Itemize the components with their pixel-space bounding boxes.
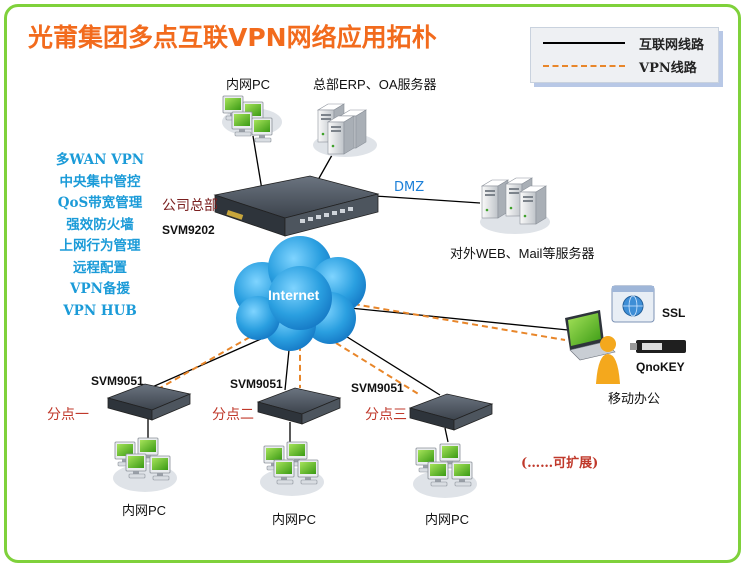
qnokey-label: QnoKEY xyxy=(636,360,685,374)
branch-router-1 xyxy=(106,383,192,421)
branch3-lan-label: 内网PC xyxy=(425,512,470,527)
branch2-model-label: SVM9051 xyxy=(230,377,283,391)
dmz-servers xyxy=(480,177,550,234)
legend-solid-line xyxy=(543,42,625,44)
feature-item: 强效防火墙 xyxy=(66,216,134,233)
branch-router-2 xyxy=(256,387,342,425)
mobile-laptop xyxy=(565,310,616,361)
branch-router-3 xyxy=(408,393,494,431)
legend-item-vpn: VPN线路 xyxy=(541,56,716,76)
branch1-name-label: 分点一 xyxy=(47,407,89,423)
expandable-note: (……可扩展) xyxy=(521,456,599,471)
feature-item: 远程配置 xyxy=(73,259,127,276)
branch3-name-label: 分点三 xyxy=(365,407,407,423)
feature-item: VPN HUB xyxy=(63,302,137,319)
mobile-office-label: 移动办公 xyxy=(608,391,661,406)
hq-lan-label: 内网PC xyxy=(226,77,271,92)
legend: 互联网线路 VPN线路 xyxy=(530,27,719,83)
branch2-lan-label: 内网PC xyxy=(272,512,317,527)
internet-cloud xyxy=(234,236,366,351)
legend-label: 互联网线路 xyxy=(639,38,705,53)
diagram-title: 光莆集团多点互联VPN网络应用拓朴 xyxy=(28,23,437,52)
hq-model-label: SVM9202 xyxy=(162,223,215,237)
dmz-servers-label: 对外WEB、Mail等服务器 xyxy=(450,246,595,261)
hq-servers-label: 总部ERP、OA服务器 xyxy=(313,77,437,92)
ssl-browser-icon xyxy=(611,285,655,323)
branch2-name-label: 分点二 xyxy=(212,407,254,423)
feature-item: VPN备援 xyxy=(70,281,130,297)
legend-item-internet: 互联网线路 xyxy=(541,33,716,53)
branch-lan-pcs-3 xyxy=(413,443,477,498)
usb-key-icon xyxy=(630,340,686,353)
feature-item: QoS带宽管理 xyxy=(57,195,143,211)
hq-router-device xyxy=(213,175,380,237)
vpn-links xyxy=(159,244,566,396)
hq-name-label: 公司总部 xyxy=(162,198,218,214)
branch-lan-pcs-1 xyxy=(113,437,177,492)
branch1-lan-label: 内网PC xyxy=(122,503,167,518)
legend-dashed-line xyxy=(543,65,625,67)
branch1-model-label: SVM9051 xyxy=(91,374,144,388)
feature-list: 多WAN VPN 中央集中管控 QoS带宽管理 强效防火墙 上网行为管理 远程配… xyxy=(40,150,160,322)
user-icon xyxy=(596,336,620,384)
feature-item: 上网行为管理 xyxy=(59,238,141,254)
hq-servers xyxy=(313,103,377,157)
legend-label: VPN线路 xyxy=(639,61,697,76)
hq-lan-pcs xyxy=(222,95,282,143)
internet-label: Internet xyxy=(268,287,320,303)
dmz-label: DMZ xyxy=(394,180,425,195)
feature-item: 中央集中管控 xyxy=(59,173,141,190)
branch-lan-pcs-2 xyxy=(260,441,324,496)
feature-item: 多WAN VPN xyxy=(55,152,145,168)
ssl-label: SSL xyxy=(662,306,686,320)
branch3-model-label: SVM9051 xyxy=(351,381,404,395)
